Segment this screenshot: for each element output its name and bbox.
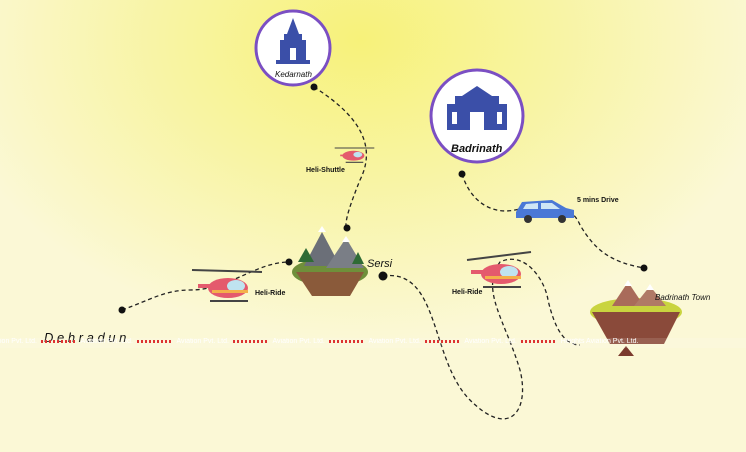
- helicopter-icon-shuttle: [334, 147, 375, 163]
- badrinath-town-label: Badrinath Town: [655, 293, 711, 302]
- helicopter-icon-left: [191, 269, 263, 302]
- dot-sersi-left: [285, 258, 293, 266]
- car-icon: [516, 200, 574, 223]
- kedarnath-temple-icon: [276, 18, 310, 64]
- heli-ride-label-right: Heli-Ride: [452, 289, 483, 296]
- kedarnath-badge: [254, 9, 332, 87]
- watermark-text: Heights Aviation Pvt. Ltd.: [560, 338, 639, 345]
- sersi-label: Sersi: [367, 258, 393, 270]
- watermark-text: Aviation Pvt. Ltd.: [368, 338, 421, 345]
- route-badrinath-town: [461, 173, 645, 269]
- kedarnath-label: Kedarnath: [275, 70, 312, 79]
- drive-label: 5 mins Drive: [577, 197, 619, 204]
- dot-kedarnath: [310, 83, 318, 91]
- route-dehradun-sersi: [121, 261, 291, 311]
- route-sersi-loop: [382, 258, 581, 420]
- dot-badrinath: [458, 170, 466, 178]
- heli-ride-label-left: Heli-Ride: [255, 290, 286, 297]
- floating-island-icon-town: [590, 280, 682, 356]
- badrinath-label: Badrinath: [451, 143, 503, 155]
- helicopter-icon-right: [466, 251, 532, 288]
- floating-island-icon-sersi: [292, 226, 368, 296]
- badrinath-gate-icon: [447, 86, 507, 130]
- badrinath-badge: [429, 68, 525, 164]
- heli-shuttle-label: Heli-Shuttle: [306, 167, 345, 174]
- watermark-text: Aviation Pvt. Ltd.: [176, 338, 229, 345]
- watermark-text: ion Pvt. Ltd.: [0, 338, 37, 345]
- dot-sersi: [378, 271, 388, 281]
- watermark-text: Aviation Pvt. Ltd.: [80, 338, 133, 345]
- dot-badrinath-town: [640, 264, 648, 272]
- dot-sersi-top: [343, 224, 351, 232]
- dot-dehradun: [118, 306, 126, 314]
- watermark-text: Aviation Pvt. Ltd.: [272, 338, 325, 345]
- watermark-strip: ion Pvt. Ltd. Aviation Pvt. Ltd. Aviatio…: [0, 338, 746, 348]
- route-kedarnath-sersi: [313, 86, 367, 229]
- watermark-text: Aviation Pvt. Ltd.: [464, 338, 517, 345]
